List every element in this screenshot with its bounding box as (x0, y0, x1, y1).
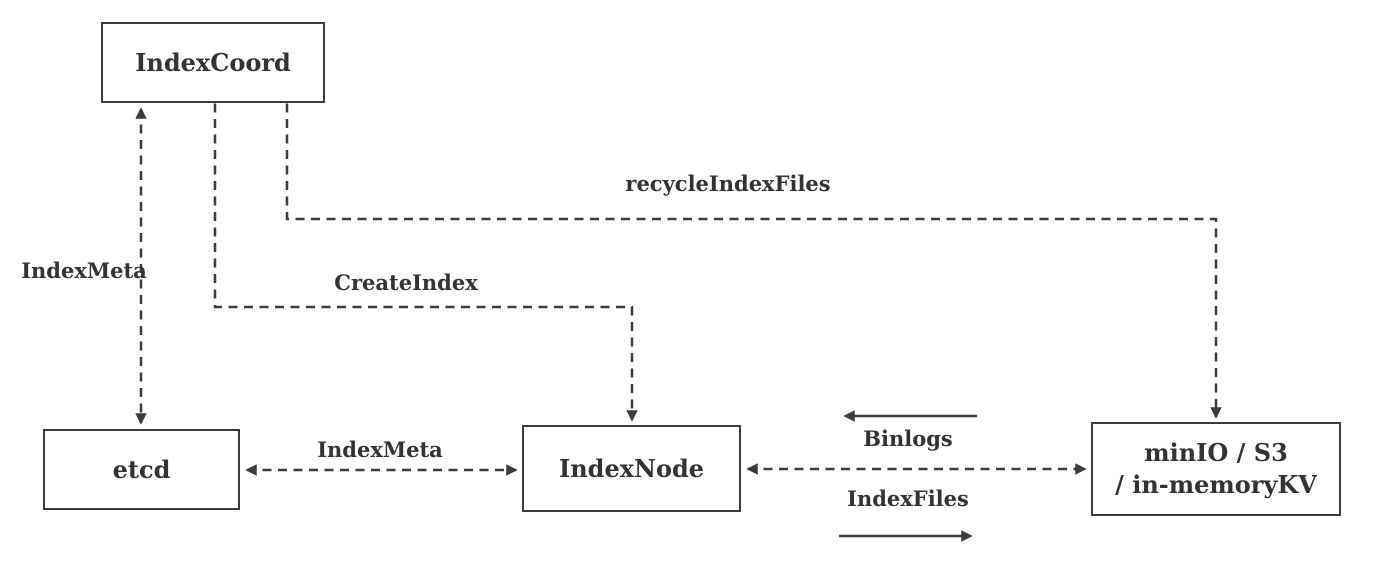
node-etcd-label: etcd (112, 455, 171, 484)
edge-label-recycleindexfiles: recycleIndexFiles (625, 171, 831, 196)
node-indexcoord-label: IndexCoord (135, 48, 291, 77)
node-indexnode: IndexNode (522, 425, 741, 512)
edge-label-binlogs: Binlogs (863, 426, 953, 451)
edge-label-createindex: CreateIndex (334, 270, 478, 295)
node-indexnode-label: IndexNode (558, 454, 705, 483)
edge-indexcoord-indexnode-createindex (213, 103, 638, 422)
edge-label-indexmeta-coord-etcd: IndexMeta (21, 258, 147, 283)
node-storage-label-line1: minIO / S3 (1144, 438, 1288, 468)
node-indexcoord: IndexCoord (101, 22, 325, 103)
node-storage-label-line2: / in-memoryKV (1115, 470, 1317, 499)
edge-label-indexmeta-etcd-indexnode: IndexMeta (317, 437, 443, 462)
edge-label-indexfiles: IndexFiles (847, 486, 969, 511)
edge-indexcoord-storage-recycleindexfiles (285, 103, 1222, 419)
node-storage: minIO / S3 / in-memoryKV (1091, 422, 1341, 516)
node-etcd: etcd (43, 429, 240, 510)
